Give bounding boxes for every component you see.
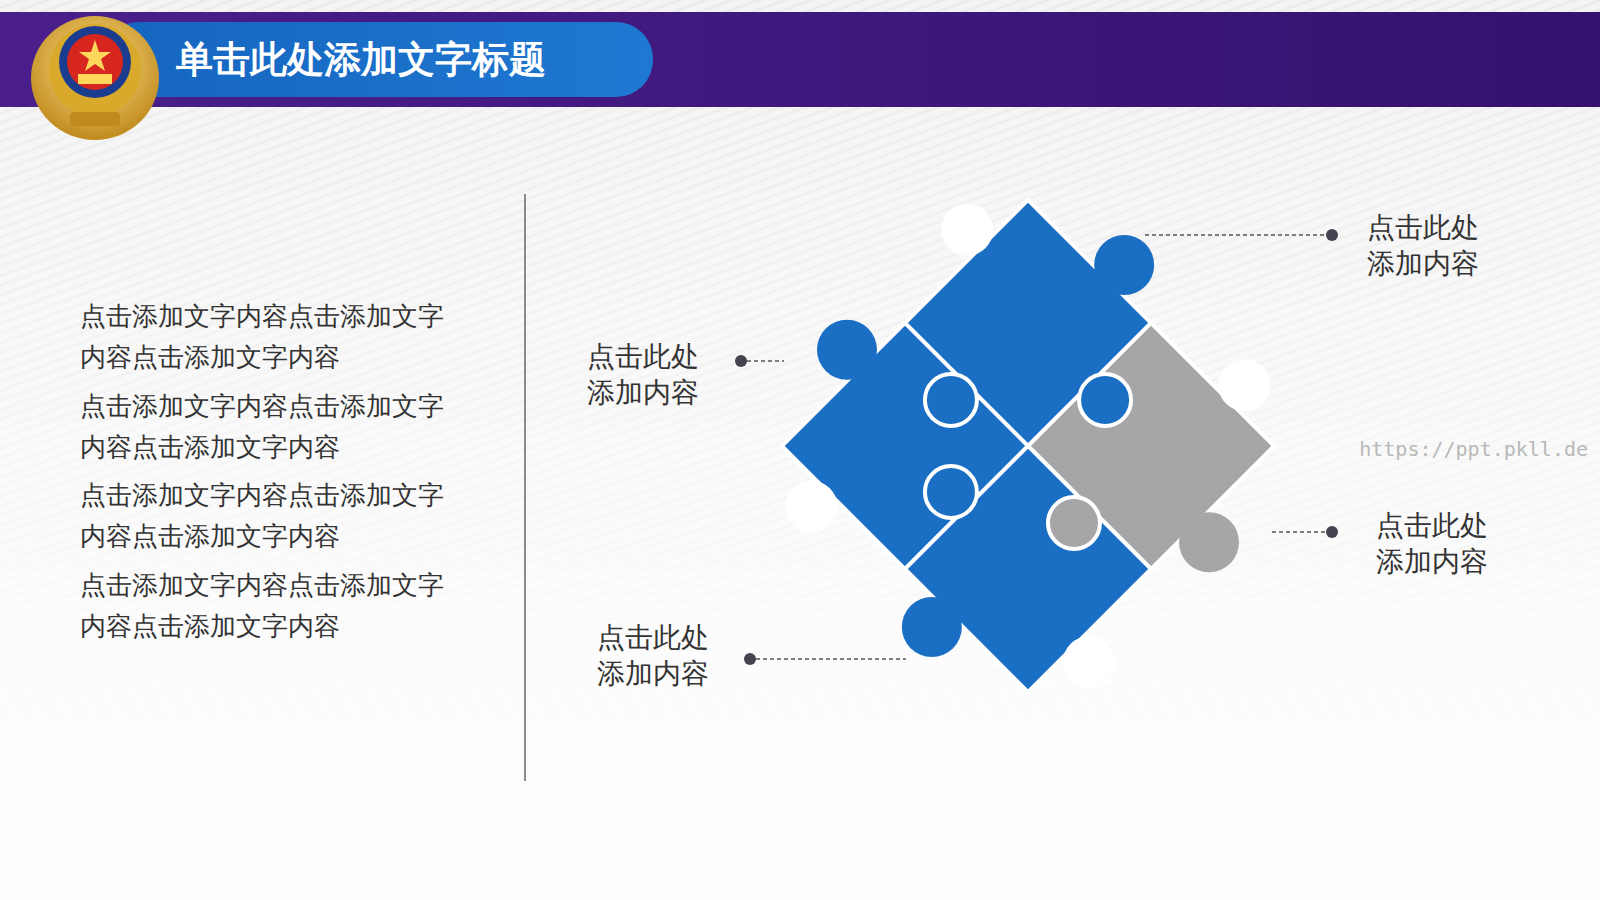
leader-dots	[735, 229, 1338, 665]
title-pill	[102, 22, 653, 97]
header-band	[0, 12, 1600, 107]
body-paragraph: 点击添加文字内容点击添加文字内容点击添加文字内容	[80, 296, 452, 378]
body-paragraph: 点击添加文字内容点击添加文字内容点击添加文字内容	[80, 565, 452, 647]
callout-text: 点击此处添加内容	[1376, 508, 1496, 580]
puzzle-knob	[914, 363, 988, 437]
watermark: https://ppt.pkll.de	[1359, 437, 1588, 461]
slide-title: 单击此处添加文字标题	[176, 41, 546, 78]
puzzle-knob	[1068, 363, 1142, 437]
puzzle-knob	[914, 455, 988, 529]
callout-text: 点击此处添加内容	[597, 620, 717, 692]
puzzle-notch	[930, 193, 1004, 267]
police-emblem	[31, 16, 159, 140]
puzzle-knob	[1167, 500, 1252, 585]
puzzle-notch	[775, 470, 849, 544]
callout-text: 点击此处添加内容	[1367, 210, 1487, 282]
body-paragraph: 点击添加文字内容点击添加文字内容点击添加文字内容	[80, 475, 452, 557]
divider-line	[524, 194, 526, 781]
leader-lines	[747, 235, 1326, 659]
callout-text: 点击此处添加内容	[587, 339, 707, 411]
puzzle-knob	[889, 585, 974, 670]
puzzle-notch	[1208, 348, 1282, 422]
puzzle-illustration	[708, 126, 1347, 765]
body-paragraph: 点击添加文字内容点击添加文字内容点击添加文字内容	[80, 386, 452, 468]
puzzle-notch	[1052, 626, 1126, 700]
puzzle-knob	[805, 307, 890, 392]
puzzle-knob	[1037, 486, 1111, 560]
